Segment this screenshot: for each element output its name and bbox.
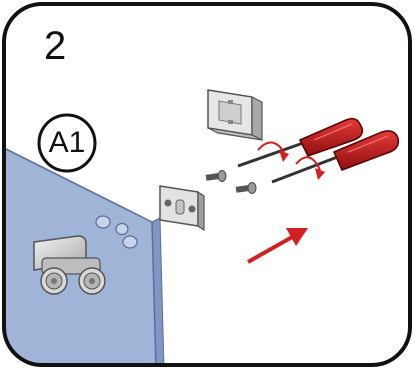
- screwdriver-upper: [237, 117, 364, 168]
- rotate-clockwise-arrow-icon: [295, 156, 325, 180]
- callout-circle: [37, 113, 97, 173]
- mounting-plate: [159, 185, 205, 232]
- screwdriver-lower: [271, 130, 400, 184]
- glass-panel: [4, 145, 165, 365]
- screw-upper: [205, 170, 227, 182]
- glass-holes: [95, 215, 138, 249]
- screw-lower: [235, 182, 257, 194]
- callout-label: A1: [48, 126, 86, 159]
- wall-plate: [207, 89, 263, 141]
- direction-arrow-icon: [247, 228, 308, 264]
- roller-wheel-right: [78, 267, 106, 295]
- step-number: 2: [44, 24, 67, 68]
- rotate-clockwise-arrow-icon: [257, 141, 289, 162]
- frame-border: [2, 2, 412, 367]
- roller-bracket: [33, 235, 106, 295]
- roller-wheel-left: [40, 267, 68, 295]
